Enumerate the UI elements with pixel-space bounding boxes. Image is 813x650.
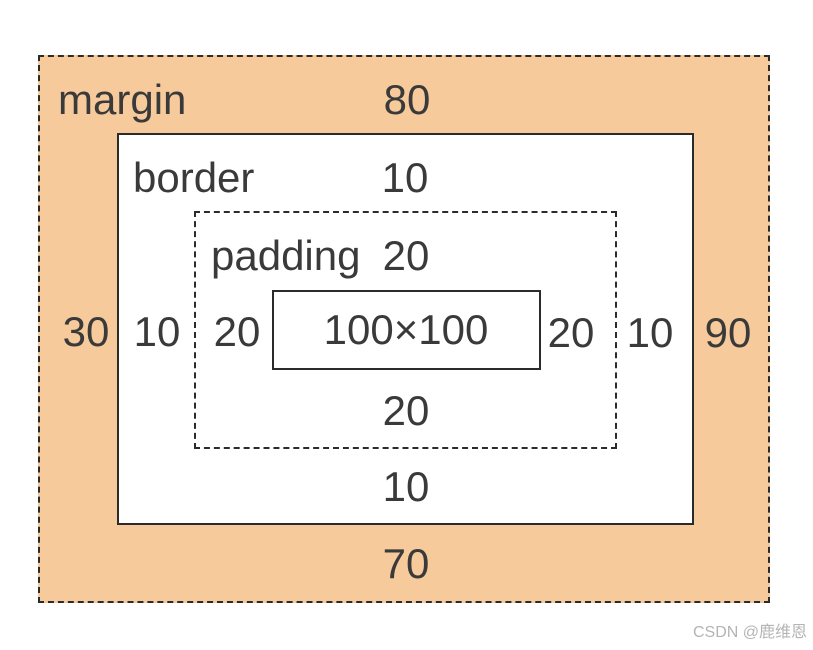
content-size-label: 100×100 xyxy=(323,306,489,353)
margin-right-value: 90 xyxy=(704,309,752,356)
margin-left-value: 30 xyxy=(62,308,110,355)
margin-bottom-value: 70 xyxy=(382,540,430,587)
border-top-value: 10 xyxy=(381,154,429,201)
content-box xyxy=(272,290,541,370)
margin-top-value: 80 xyxy=(383,76,431,123)
padding-bottom-value: 20 xyxy=(382,387,430,434)
border-left-value: 10 xyxy=(133,308,181,355)
border-right-value: 10 xyxy=(626,309,674,356)
border-bottom-value: 10 xyxy=(382,463,430,510)
margin-label: margin xyxy=(58,76,187,123)
padding-right-value: 20 xyxy=(547,309,595,356)
border-box xyxy=(117,133,694,525)
padding-top-value: 20 xyxy=(382,232,430,279)
margin-box xyxy=(38,55,770,603)
padding-left-value: 20 xyxy=(213,308,261,355)
border-label: border xyxy=(133,154,255,201)
padding-label: padding xyxy=(211,232,361,279)
padding-box xyxy=(194,211,617,449)
watermark: CSDN @鹿维恩 xyxy=(692,624,807,641)
